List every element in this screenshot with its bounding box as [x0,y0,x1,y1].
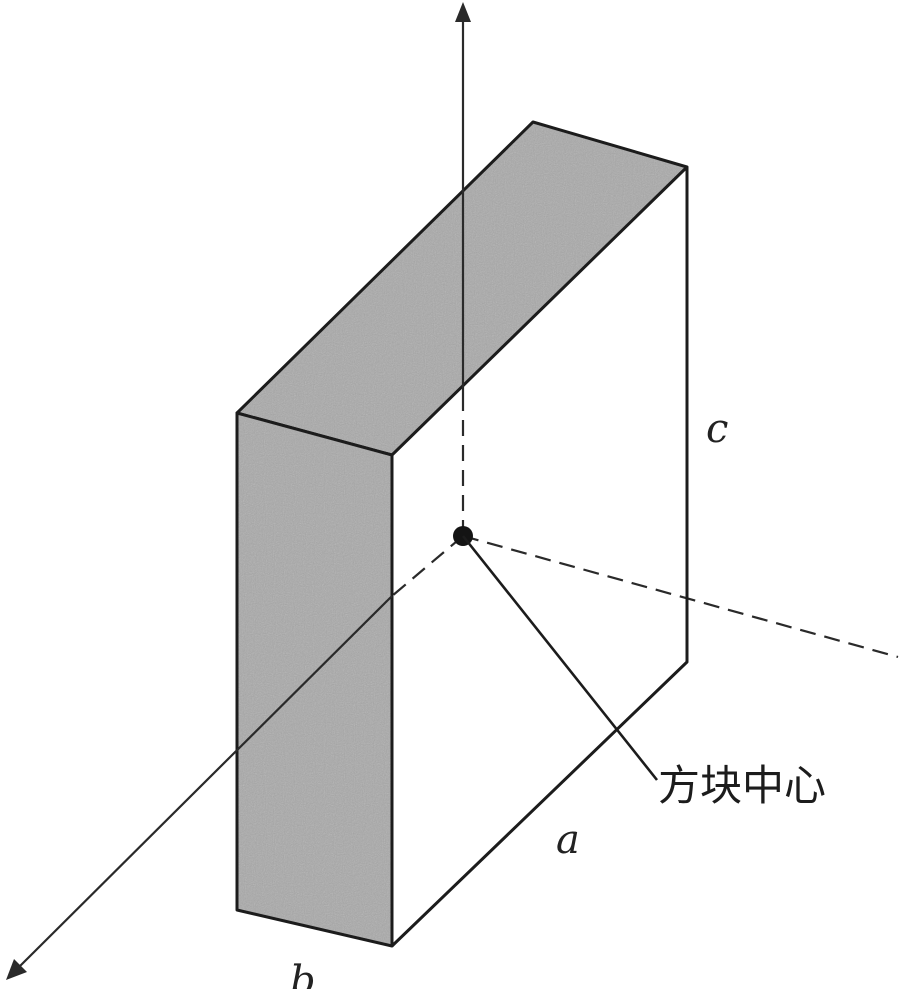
vertical-axis-arrowhead [455,2,471,22]
dimension-c-label: c [706,406,728,452]
front-face [237,413,392,946]
right-face-outline [390,167,689,948]
dimension-a-label: a [556,817,580,863]
block-center-label: 方块中心 [658,761,826,810]
center-leader-line [461,535,659,781]
dimension-b-label: b [290,958,316,989]
depth-axis [17,595,393,969]
lateral-axis-hidden-segment [462,534,899,659]
depth-axis-arrowhead [6,959,27,980]
front-face-outline [235,411,394,948]
depth-axis-hidden-segment [391,535,464,597]
